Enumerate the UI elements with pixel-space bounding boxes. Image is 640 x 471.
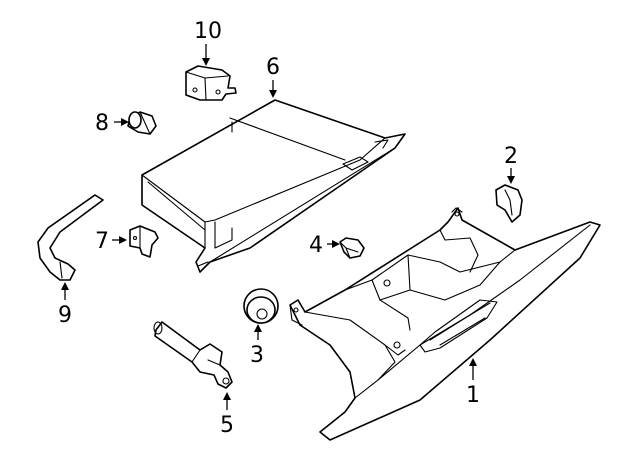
arrow-2 <box>507 176 515 184</box>
part-5-damper <box>153 321 233 389</box>
part-2-striker <box>495 184 523 223</box>
callout-4: 4 <box>309 233 323 258</box>
arrow-5 <box>223 392 231 400</box>
arrow-4 <box>332 240 340 248</box>
leader-lines <box>61 44 515 410</box>
arrow-10 <box>202 58 210 66</box>
callout-labels: 10 6 8 2 7 4 9 3 5 1 <box>58 19 518 438</box>
callout-3: 3 <box>250 343 264 368</box>
arrow-9 <box>61 282 69 290</box>
callout-7: 7 <box>95 229 109 254</box>
arrow-7 <box>119 236 127 244</box>
part-8-lamp <box>127 111 157 135</box>
callout-8: 8 <box>95 111 109 136</box>
part-6-glove-box-housing <box>141 99 406 273</box>
callout-1: 1 <box>466 383 480 408</box>
part-1-glove-box-door <box>289 207 601 441</box>
part-7-bracket <box>129 225 159 258</box>
part-4-push-pin <box>339 237 365 259</box>
part-9-rod <box>37 194 104 281</box>
arrow-8 <box>121 118 129 126</box>
arrow-1 <box>469 358 477 366</box>
callout-6: 6 <box>266 55 280 80</box>
callout-5: 5 <box>220 413 234 438</box>
callout-9: 9 <box>58 303 72 328</box>
arrow-6 <box>269 90 277 98</box>
arrow-3 <box>254 324 262 332</box>
part-3-bumper <box>243 288 279 324</box>
part-10-switch <box>185 65 237 101</box>
callout-2: 2 <box>504 144 518 169</box>
callout-10: 10 <box>194 19 222 44</box>
